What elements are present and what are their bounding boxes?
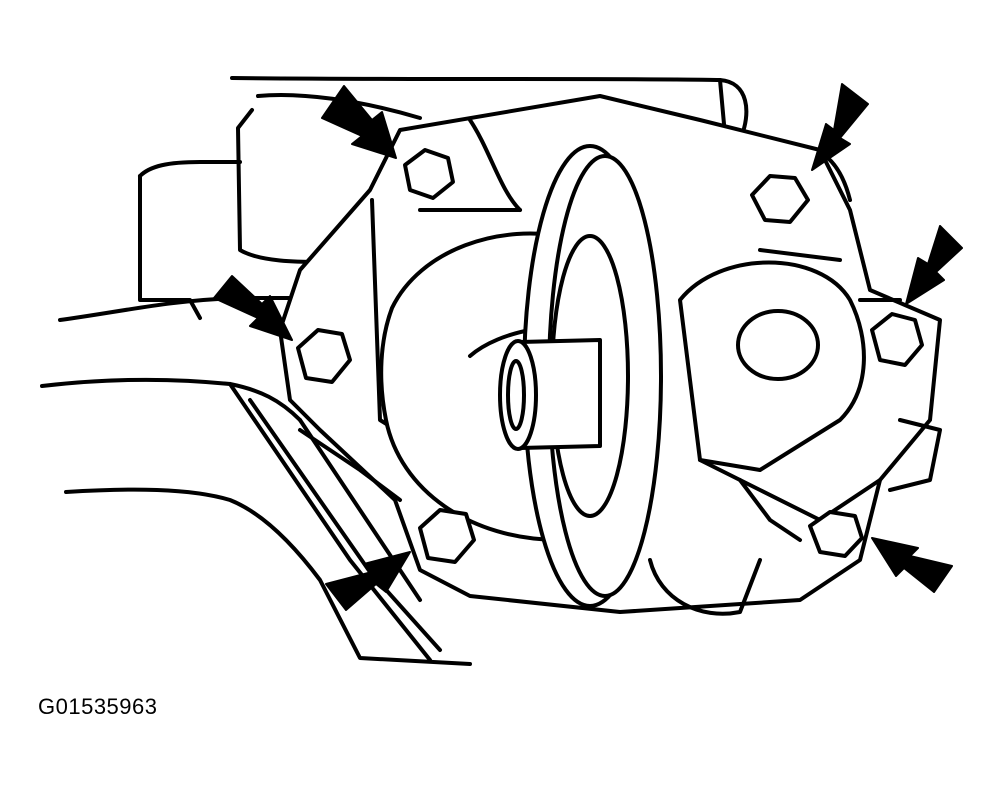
callout-arrow-top-left: [321, 85, 397, 159]
callout-arrow-right: [905, 225, 963, 305]
bolt-bottom-left: [418, 508, 476, 564]
callout-arrow-bottom-left: [325, 551, 411, 611]
bolt-top-left: [403, 148, 455, 200]
figure-code: G01535963: [38, 694, 158, 719]
bolt-right: [870, 312, 924, 367]
bolt-bottom-right: [808, 510, 864, 558]
callout-arrow-left: [213, 275, 293, 341]
bolt-left: [296, 328, 352, 384]
bolt-top-right: [750, 174, 810, 224]
callout-arrow-top-right: [811, 83, 869, 171]
outlet-boss: [648, 260, 942, 616]
vacuum-port-tube: [498, 338, 602, 451]
callout-arrow-bottom-right: [871, 537, 953, 593]
